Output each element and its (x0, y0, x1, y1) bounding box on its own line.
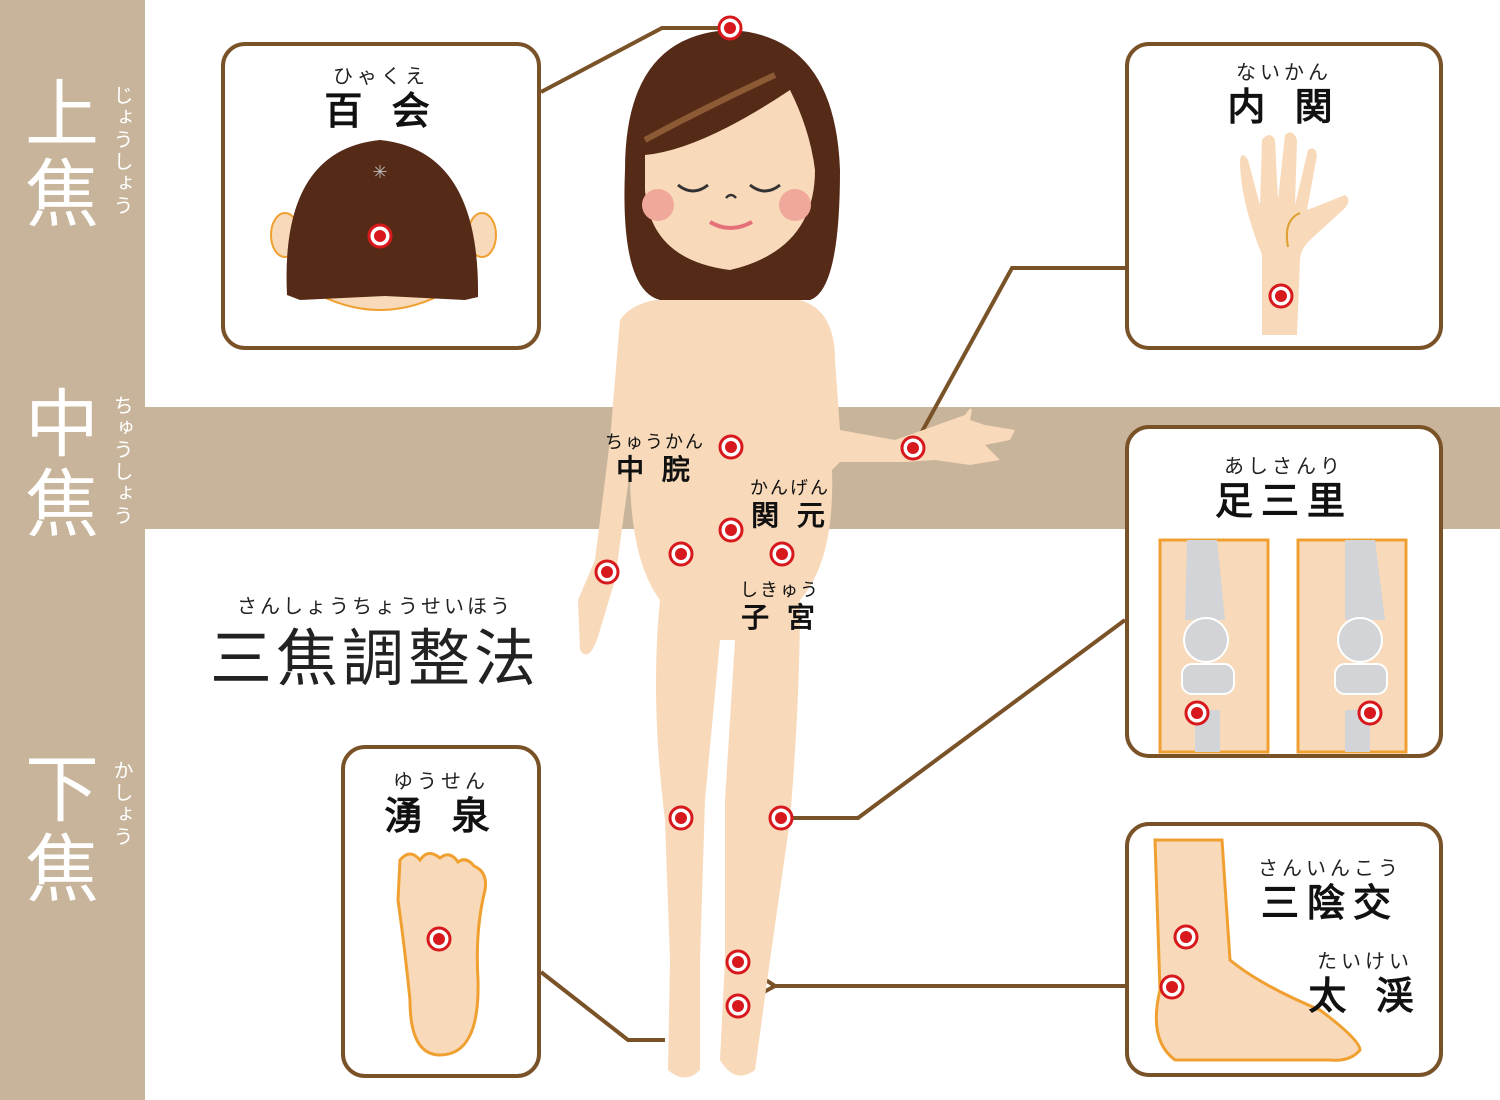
label-ashisanri: あしさんり 足三里 (1214, 454, 1353, 523)
zone-middle-kanji: 中焦 (25, 382, 99, 548)
label-taikei: たいけい 太 渓 (1308, 949, 1422, 1018)
label-shikyu: しきゅう 子 宮 (740, 580, 820, 634)
svg-text:✳: ✳ (372, 162, 387, 183)
zone-middle-ruby: ちゅうしょう (110, 395, 134, 527)
body-figure (578, 300, 1015, 1078)
label-yusen: ゆうせん 湧 泉 (384, 769, 498, 838)
label-saninko: さんいんこう 三陰交 (1258, 856, 1402, 925)
hand-illustration (1240, 132, 1349, 335)
diagram-title: さんしょうちょうせいほう 三焦調整法 (210, 590, 540, 699)
zone-lower-kanji: 下焦 (25, 747, 99, 913)
head-back-illustration: ✳ (270, 140, 497, 311)
title-ruby: さんしょうちょうせいほう (237, 594, 513, 618)
label-naikan: ないかん 内 関 (1227, 60, 1341, 129)
zone-middle: 中焦 ちゅうしょう (22, 382, 134, 548)
zone-upper: 上焦 じょうしょう (22, 72, 134, 238)
foot-side-illustration (1153, 838, 1362, 1062)
knee-illustration (1158, 538, 1408, 754)
zone-lower: 下焦 かしょう (22, 747, 134, 913)
foot-sole-illustration (396, 852, 487, 1057)
label-chukan: ちゅうかん 中 脘 (605, 432, 705, 486)
acupoint-markers (367, 15, 1383, 1019)
label-hyakue: ひゃくえ 百 会 (324, 64, 438, 133)
zone-upper-kanji: 上焦 (25, 72, 99, 238)
zone-lower-ruby: かしょう (110, 760, 134, 848)
label-kangen: かんげん 関 元 (750, 478, 830, 532)
zone-upper-ruby: じょうしょう (110, 85, 134, 217)
leader-lines (539, 26, 1127, 1042)
title-kanji: 三焦調整法 (210, 622, 541, 695)
face (645, 90, 815, 270)
sidebar-zones (0, 0, 145, 1100)
